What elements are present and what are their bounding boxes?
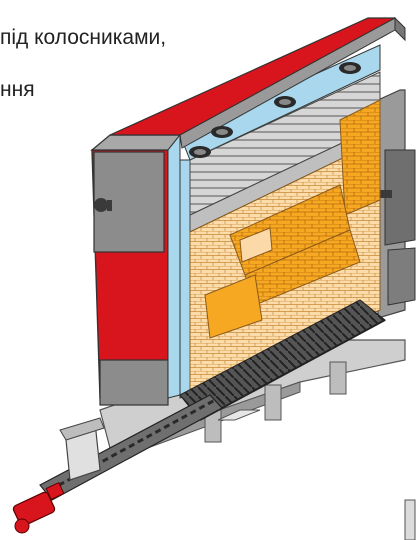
top-cover [109, 16, 406, 149]
edge-detail [404, 499, 416, 540]
caption-line-2: ння [0, 78, 35, 101]
caption-line-1: під колосниками, [0, 26, 167, 49]
right-side-panels [377, 89, 416, 319]
front-casing [90, 134, 182, 406]
top-inspection-ports [189, 62, 361, 158]
screw-feeder-motor-icon [12, 481, 65, 534]
inspection-port-icon [94, 198, 112, 212]
